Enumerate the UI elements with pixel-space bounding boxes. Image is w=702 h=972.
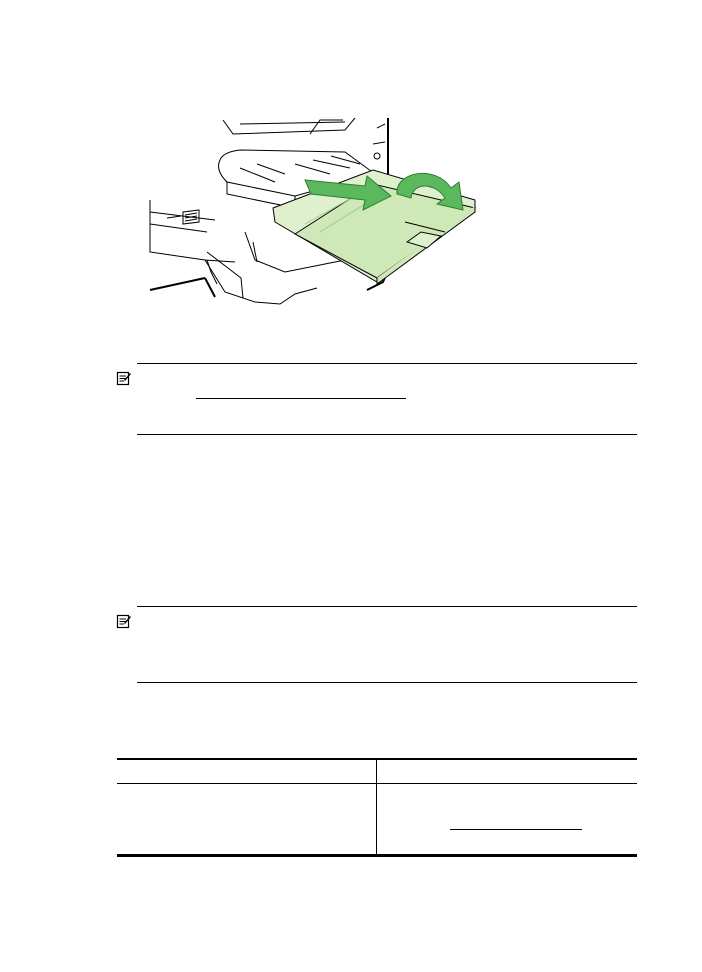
pull-arrow: [304, 175, 392, 211]
note-bottom-rule: [137, 434, 637, 435]
table-header-rule: [117, 783, 637, 784]
table-cell-link[interactable]: [450, 829, 582, 830]
note-top-rule: [137, 363, 637, 364]
flip-arrow: [396, 172, 464, 211]
table-column-divider: [376, 759, 377, 855]
table-bottom-rule: [117, 854, 637, 857]
table-top-rule: [117, 758, 637, 760]
note-top-rule: [137, 606, 637, 607]
note-pencil-icon: [116, 614, 131, 629]
note-pencil-icon: [116, 371, 131, 386]
printer-output-tray-illustration: [149, 117, 477, 305]
note-link[interactable]: [196, 398, 406, 399]
note-bottom-rule: [137, 682, 637, 683]
